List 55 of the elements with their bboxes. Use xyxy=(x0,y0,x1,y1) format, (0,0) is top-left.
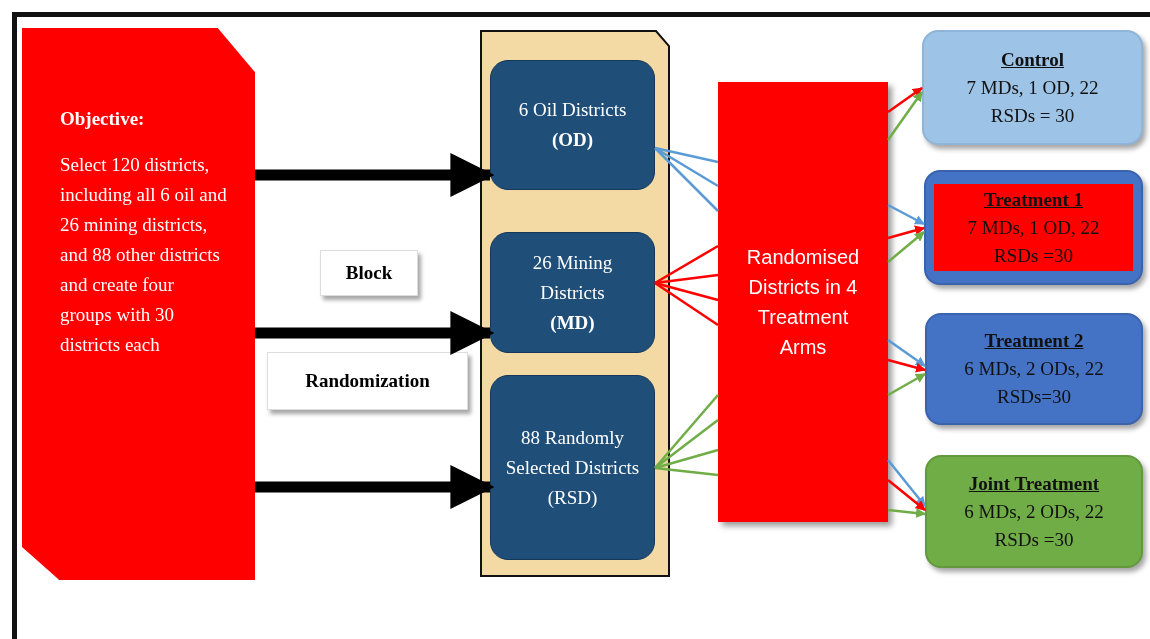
arrow xyxy=(887,372,926,397)
district-name: 6 Oil Districts xyxy=(518,98,627,122)
district-box xyxy=(490,375,655,560)
arrow xyxy=(255,311,495,355)
connector-line xyxy=(654,147,719,212)
connector-line xyxy=(654,244,719,285)
tag-label: Block xyxy=(345,260,393,285)
arm-allocation: 6 MDs, 2 ODs, 22 RSDs =30 xyxy=(963,499,1105,552)
arm-box xyxy=(924,170,1143,285)
step-label-box xyxy=(320,250,418,296)
arm-box xyxy=(925,313,1143,425)
arrow xyxy=(886,91,924,141)
connector-line xyxy=(654,146,719,188)
connector-line xyxy=(654,394,719,469)
arrow xyxy=(887,358,926,373)
arm-allocation: 7 MDs, 1 OD, 22 RSDs =30 xyxy=(966,215,1101,268)
arrow xyxy=(887,479,926,511)
connector-line xyxy=(654,281,719,327)
district-panel xyxy=(480,30,670,577)
arrow xyxy=(887,225,925,240)
district-box xyxy=(490,232,655,353)
arm-heading: Joint Treatment xyxy=(968,471,1100,496)
arm-box xyxy=(922,30,1143,145)
treatment-arms-box xyxy=(718,82,888,522)
connector-line xyxy=(654,281,719,302)
district-name: 26 Mining Districts xyxy=(531,250,614,305)
arrow xyxy=(887,338,926,368)
arrow xyxy=(887,86,923,114)
arm-allocation: 6 MDs, 2 ODs, 22 RSDs=30 xyxy=(963,357,1105,409)
arrow xyxy=(887,508,926,518)
arrow xyxy=(887,231,925,263)
connector-line xyxy=(654,273,719,285)
arrow xyxy=(887,203,925,226)
arm-box xyxy=(925,455,1143,568)
arms-label: Randomised Districts in 4 Treatment Arms xyxy=(745,245,861,360)
arm-allocation: 7 MDs, 1 OD, 22 RSDs = 30 xyxy=(965,75,1100,128)
arrow xyxy=(255,465,495,509)
objective-heading: Objective: xyxy=(60,107,145,131)
arm-heading: Control xyxy=(1001,47,1064,72)
objective-box xyxy=(22,28,255,580)
district-name: 88 Randomly Selected Districts (RSD) xyxy=(504,425,641,510)
district-abbreviation: (OD) xyxy=(551,128,594,152)
connector-line xyxy=(654,466,719,477)
connector-line xyxy=(654,146,719,164)
arrow xyxy=(255,153,495,197)
connector-line xyxy=(654,448,719,470)
connector-line xyxy=(654,419,719,469)
objective-text: Select 120 districts, including all 6 oil and 26 mining districts, and 88 other districts and create four groups with 30 districts each xyxy=(60,153,228,357)
district-abbreviation: (MD) xyxy=(550,310,595,335)
arm-heading: Treatment 1 xyxy=(984,187,1083,212)
district-box xyxy=(490,60,655,190)
arm-heading: Treatment 2 xyxy=(984,329,1084,353)
step-label-box xyxy=(267,352,468,410)
arrow xyxy=(887,459,926,507)
tag-label: Randomization xyxy=(305,368,430,393)
